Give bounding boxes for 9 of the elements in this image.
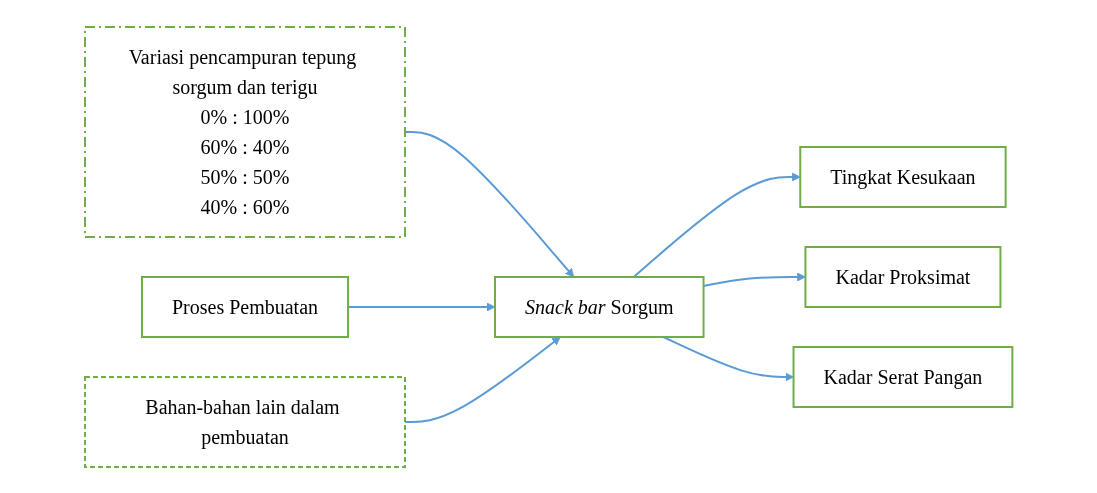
node-box: Bahan-bahan lain dalam pembuatan [83,375,406,468]
node-box: Variasi pencampuran tepung sorgum dan terigu 0% : 100% 60% : 40% 50% : 50% 40% : 60% [83,25,406,238]
arrow [632,172,801,278]
node-box: Tingkat Kesukaan [799,145,1007,208]
node-box: Kadar Proksimat [804,245,1002,308]
node-box: Snack bar Sorgum [493,275,705,338]
node-box: Kadar Serat Pangan [792,345,1014,408]
arrow [662,335,794,381]
node-box: Proses Pembuatan [140,275,349,338]
